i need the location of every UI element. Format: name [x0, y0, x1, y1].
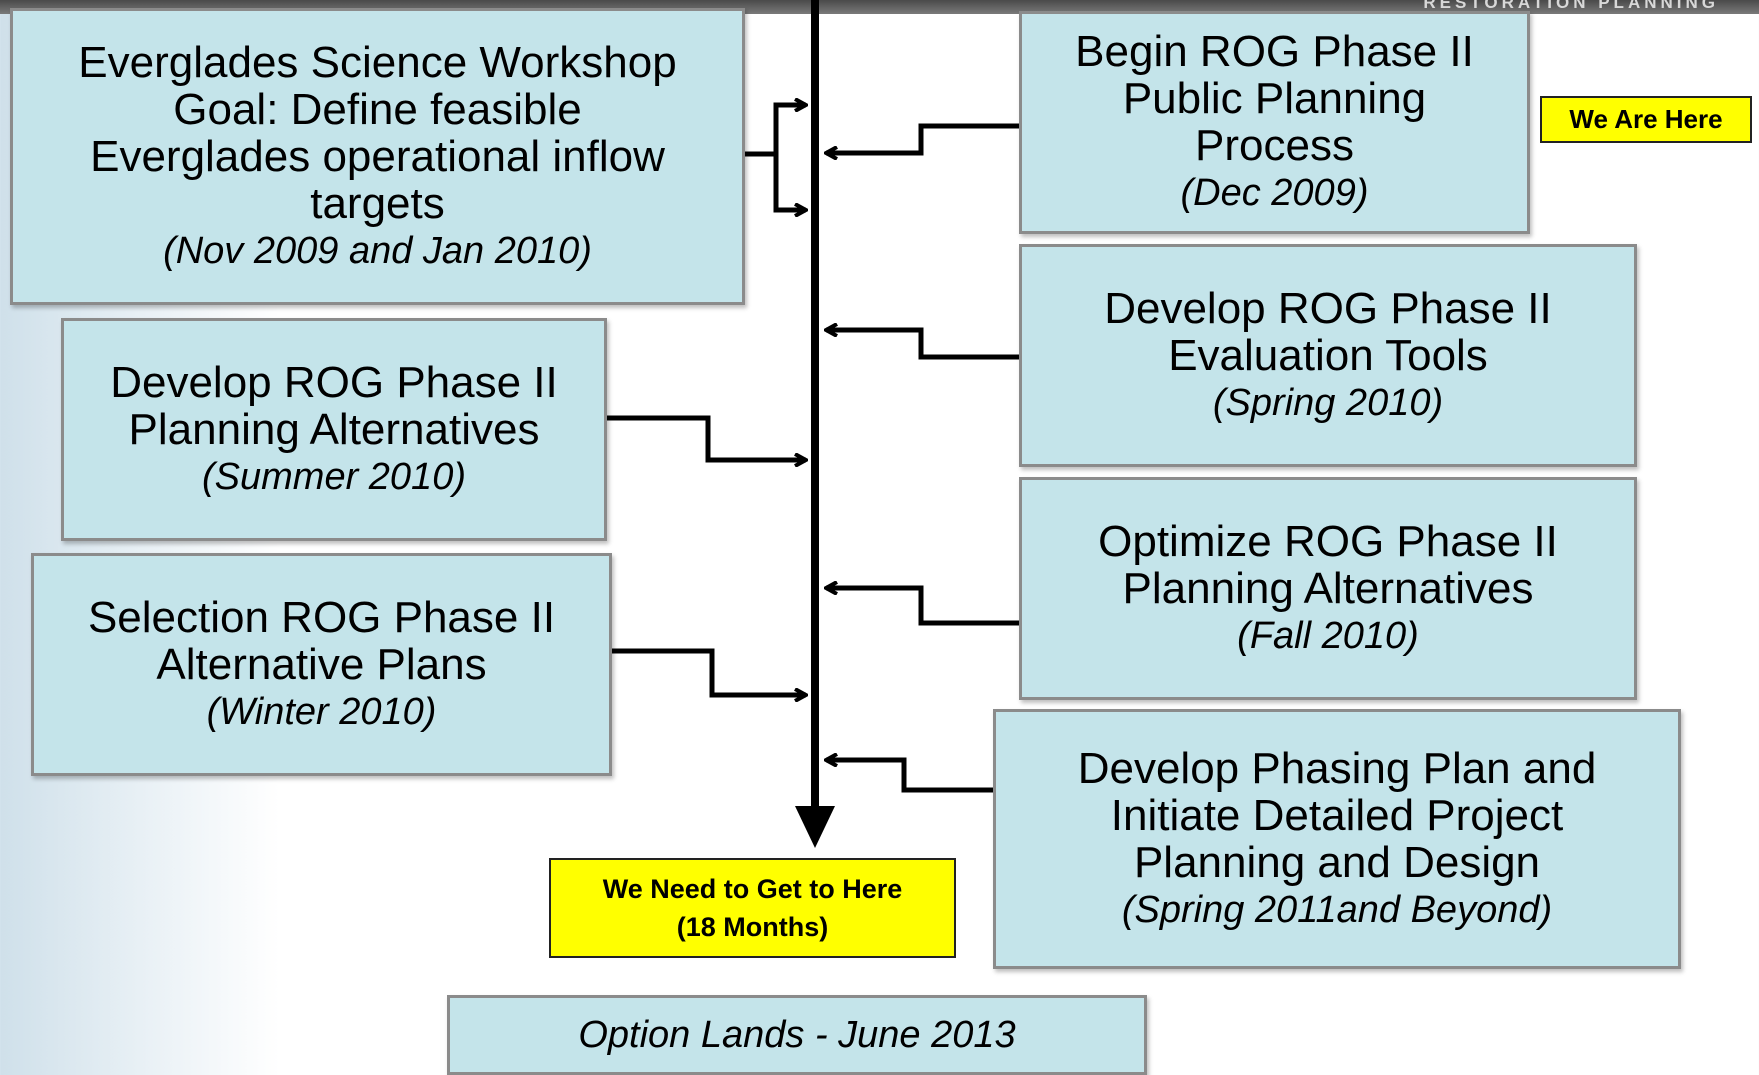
step-begin-public-planning: Begin ROG Phase II Public Planning Proce…: [1019, 11, 1530, 234]
step-line: Planning Alternatives: [128, 404, 540, 454]
brand-text: RESTORATION PLANNING: [1423, 0, 1719, 12]
step-line: Public Planning: [1122, 74, 1427, 123]
step-date: (Spring 2010): [1212, 381, 1444, 424]
option-lands-label: Option Lands - June 2013: [578, 1014, 1016, 1056]
step-date: (Summer 2010): [202, 455, 466, 498]
step-date: (Dec 2009): [1180, 172, 1369, 214]
target-note-line1: We Need to Get to Here: [602, 874, 903, 904]
we-are-here-note: We Are Here: [1540, 96, 1752, 143]
target-note-line2: (18 Months): [676, 912, 829, 942]
step-develop-planning-alternatives: Develop ROG Phase II Planning Alternativ…: [61, 318, 607, 541]
step-date: (Winter 2010): [206, 690, 437, 733]
step-line: targets: [310, 178, 445, 228]
step-line: Begin ROG Phase II: [1075, 27, 1474, 76]
step-line: Develop Phasing Plan and: [1077, 743, 1597, 793]
timeline-arrowhead: [795, 806, 835, 848]
step-line: Optimize ROG Phase II: [1098, 516, 1558, 566]
step-line: Process: [1195, 121, 1354, 170]
step-science-workshop: Everglades Science Workshop Goal: Define…: [10, 8, 745, 305]
connector-evaluation-tools: [826, 330, 1022, 360]
step-date: (Spring 2011and Beyond): [1121, 888, 1553, 931]
step-develop-evaluation-tools: Develop ROG Phase II Evaluation Tools (S…: [1019, 244, 1637, 467]
we-are-here-label: We Are Here: [1569, 104, 1723, 134]
step-line: Evaluation Tools: [1168, 330, 1488, 380]
step-develop-phasing-plan: Develop Phasing Plan and Initiate Detail…: [993, 709, 1681, 969]
step-line: Develop ROG Phase II: [110, 357, 558, 407]
step-line: Selection ROG Phase II: [87, 592, 556, 642]
connector-selection: [612, 648, 806, 695]
step-line: Everglades operational inflow: [90, 131, 665, 181]
option-lands-box: Option Lands - June 2013: [447, 995, 1147, 1075]
step-line: Develop ROG Phase II: [1104, 283, 1552, 333]
step-selection-alternative-plans: Selection ROG Phase II Alternative Plans…: [31, 553, 612, 776]
connector-planning-alternatives: [607, 415, 806, 460]
connector-public-planning: [826, 123, 1022, 153]
step-line: Goal: Define feasible: [173, 84, 582, 134]
step-line: Everglades Science Workshop: [78, 37, 677, 87]
connector-phasing-plan: [826, 760, 993, 793]
connector-workshop-top: [745, 105, 806, 157]
target-note: We Need to Get to Here (18 Months): [549, 858, 956, 958]
step-date: (Nov 2009 and Jan 2010): [163, 229, 592, 272]
step-optimize-planning-alternatives: Optimize ROG Phase II Planning Alternati…: [1019, 477, 1637, 700]
step-line: Initiate Detailed Project: [1110, 790, 1564, 840]
step-line: Planning Alternatives: [1122, 563, 1534, 613]
connector-optimize: [826, 588, 1022, 626]
step-line: Alternative Plans: [156, 639, 487, 689]
step-date: (Fall 2010): [1237, 614, 1419, 657]
connector-workshop-bottom: [773, 154, 806, 210]
step-line: Planning and Design: [1133, 837, 1541, 887]
